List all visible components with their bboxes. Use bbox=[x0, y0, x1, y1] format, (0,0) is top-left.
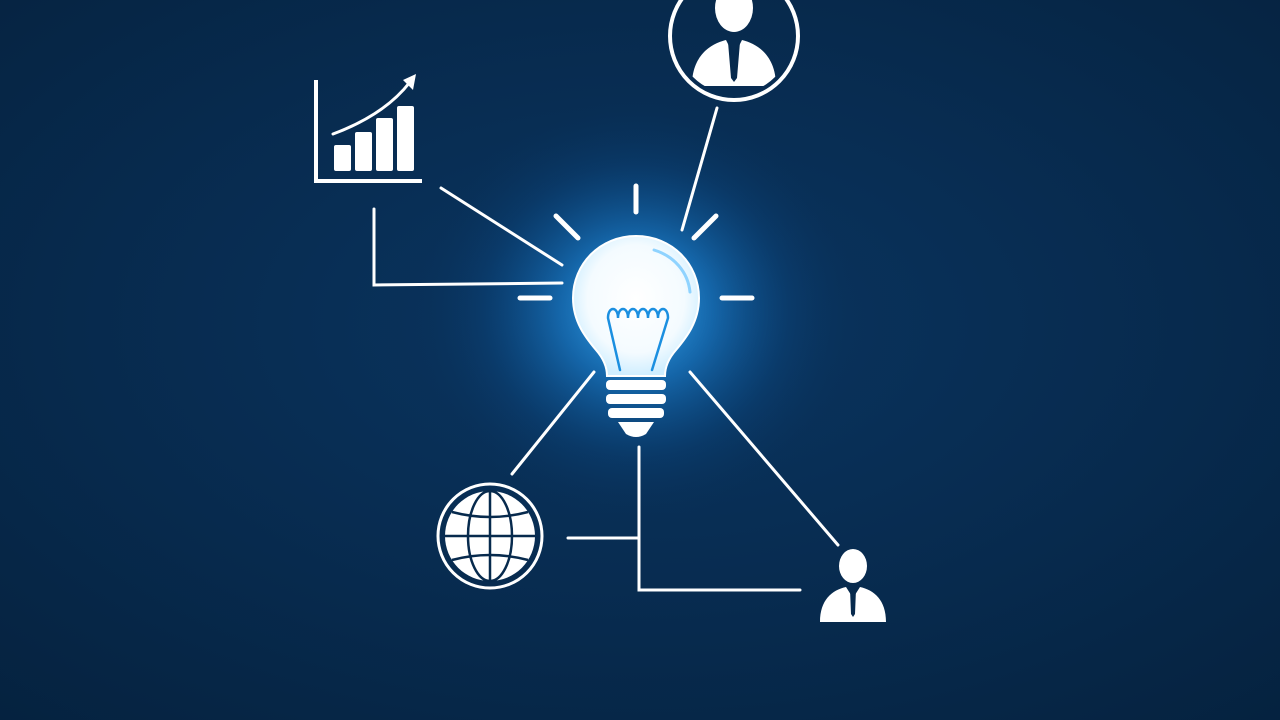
chart-trend-line bbox=[331, 80, 412, 136]
businessman-bottom-head bbox=[839, 549, 867, 583]
businessman-top-ring bbox=[668, 0, 800, 102]
globe-outer-ring bbox=[436, 482, 544, 590]
connector-chart-elbow bbox=[372, 207, 564, 287]
globe-icon bbox=[436, 482, 544, 590]
chart-axes bbox=[314, 80, 422, 183]
connector-businessman-top bbox=[680, 106, 719, 232]
connector-businessman-bottom-diagonal bbox=[688, 370, 840, 547]
connector-businessman-bottom-elbow bbox=[637, 536, 802, 592]
businessman-top-head bbox=[715, 0, 753, 32]
businessman-circle-icon bbox=[668, 0, 800, 102]
chart-trend-arrowhead bbox=[403, 74, 416, 90]
ray-top-left bbox=[553, 213, 581, 241]
globe-grid bbox=[445, 489, 535, 583]
connector-lines bbox=[372, 106, 840, 592]
businessman-icon bbox=[820, 549, 886, 622]
bulb-highlight bbox=[652, 248, 692, 294]
chart-bar-4 bbox=[397, 106, 414, 171]
ray-top-right bbox=[691, 213, 719, 241]
chart-bar-2 bbox=[355, 132, 372, 171]
bulb-glass bbox=[571, 234, 701, 377]
businessman-top-tie bbox=[728, 42, 740, 82]
growth-bar-chart-icon bbox=[314, 74, 422, 183]
chart-bar-1 bbox=[334, 145, 351, 171]
chart-bar-3 bbox=[376, 118, 393, 171]
lightbulb-icon bbox=[571, 234, 701, 437]
connector-chart-diagonal bbox=[439, 186, 564, 267]
businessman-bottom-tie bbox=[850, 589, 856, 617]
bulb-filament bbox=[606, 307, 670, 372]
bulb-base bbox=[606, 380, 666, 437]
chart-bars bbox=[334, 106, 414, 171]
connector-globe-diagonal bbox=[510, 370, 596, 476]
bulb-rays bbox=[517, 183, 755, 301]
